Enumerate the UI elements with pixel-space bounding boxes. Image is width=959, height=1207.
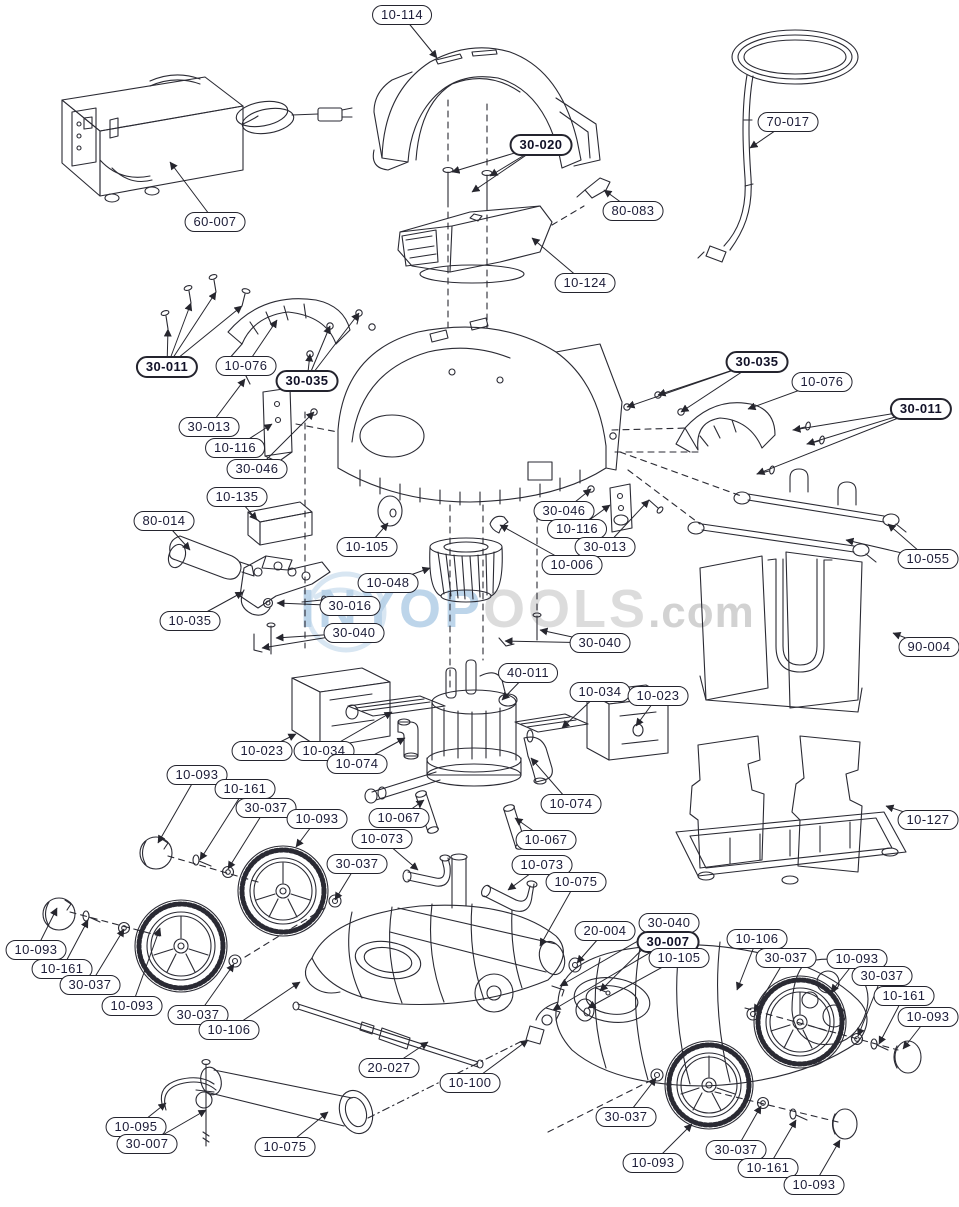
part-label-10-105-20[interactable]: 10-105 [336, 537, 398, 557]
part-label-10-073-44[interactable]: 10-073 [511, 855, 573, 875]
part-label-30-007-66[interactable]: 30-007 [116, 1134, 178, 1154]
part-label-10-106-62[interactable]: 10-106 [198, 1020, 260, 1040]
leader-line [307, 312, 359, 381]
part-label-30-013-12[interactable]: 30-013 [178, 417, 240, 437]
part-label-10-075-67[interactable]: 10-075 [254, 1137, 316, 1157]
leader-line [228, 808, 266, 870]
part-label-70-017-2[interactable]: 70-017 [757, 112, 819, 132]
part-label-10-023-33[interactable]: 10-023 [627, 686, 689, 706]
part-label-10-161-37[interactable]: 10-161 [214, 779, 276, 799]
part-label-30-046-17[interactable]: 30-046 [533, 501, 595, 521]
watermark-gray-text: OOLS [483, 579, 649, 639]
part-label-30-011-6[interactable]: 30-011 [135, 356, 199, 378]
part-label-20-004-47[interactable]: 20-004 [574, 921, 636, 941]
part-label-10-114-0[interactable]: 10-114 [372, 5, 432, 25]
part-label-10-034-32[interactable]: 10-034 [569, 682, 631, 702]
part-label-10-093-72[interactable]: 10-093 [783, 1175, 845, 1195]
part-label-30-046-14[interactable]: 30-046 [226, 459, 288, 479]
part-label-30-037-68[interactable]: 30-037 [595, 1107, 657, 1127]
part-label-10-055-22[interactable]: 10-055 [897, 549, 959, 569]
part-label-10-093-60[interactable]: 10-093 [101, 996, 163, 1016]
part-label-30-035-9[interactable]: 30-035 [725, 351, 789, 373]
part-label-10-075-45[interactable]: 10-075 [545, 872, 607, 892]
part-label-10-095-65[interactable]: 10-095 [105, 1117, 167, 1137]
part-label-10-116-13[interactable]: 10-116 [205, 438, 265, 458]
part-label-10-006-21[interactable]: 10-006 [541, 555, 603, 575]
part-label-30-011-11[interactable]: 30-011 [889, 398, 953, 420]
part-label-10-106-51[interactable]: 10-106 [726, 929, 788, 949]
part-label-30-040-27[interactable]: 30-040 [569, 633, 631, 653]
part-label-10-093-39[interactable]: 10-093 [286, 809, 348, 829]
part-label-80-014-16[interactable]: 80-014 [133, 511, 195, 531]
part-label-40-011-29[interactable]: 40-011 [498, 663, 558, 683]
part-label-30-037-54[interactable]: 30-037 [851, 966, 913, 986]
part-label-30-037-70[interactable]: 30-037 [705, 1140, 767, 1160]
part-label-10-048-23[interactable]: 10-048 [357, 573, 419, 593]
part-label-10-076-10[interactable]: 10-076 [791, 372, 853, 392]
part-label-10-116-18[interactable]: 10-116 [547, 519, 607, 539]
part-label-60-007-3[interactable]: 60-007 [184, 212, 246, 232]
leader-line [756, 409, 921, 475]
leader-line [857, 976, 882, 1037]
part-label-10-023-30[interactable]: 10-023 [231, 741, 293, 761]
part-label-30-040-26[interactable]: 30-040 [323, 623, 385, 643]
part-label-10-074-34[interactable]: 10-074 [326, 754, 388, 774]
part-label-30-020-1[interactable]: 30-020 [509, 134, 573, 156]
part-label-30-037-43[interactable]: 30-037 [326, 854, 388, 874]
part-label-10-093-69[interactable]: 10-093 [622, 1153, 684, 1173]
part-label-80-083-4[interactable]: 80-083 [602, 201, 664, 221]
part-label-10-161-71[interactable]: 10-161 [737, 1158, 799, 1178]
part-label-10-093-36[interactable]: 10-093 [166, 765, 228, 785]
part-label-10-076-7[interactable]: 10-076 [215, 356, 277, 376]
part-label-10-127-46[interactable]: 10-127 [897, 810, 959, 830]
part-label-30-037-59[interactable]: 30-037 [59, 975, 121, 995]
leader-line [540, 882, 576, 947]
leader-line [167, 291, 216, 367]
part-label-30-016-24[interactable]: 30-016 [319, 596, 381, 616]
part-label-10-093-56[interactable]: 10-093 [897, 1007, 959, 1027]
part-label-30-037-52[interactable]: 30-037 [755, 948, 817, 968]
part-label-10-105-50[interactable]: 10-105 [648, 948, 710, 968]
part-label-10-073-41[interactable]: 10-073 [351, 829, 413, 849]
part-label-90-004-28[interactable]: 90-004 [898, 637, 959, 657]
part-label-10-067-42[interactable]: 10-067 [515, 830, 577, 850]
part-label-30-013-19[interactable]: 30-013 [574, 537, 636, 557]
part-label-30-037-38[interactable]: 30-037 [235, 798, 297, 818]
part-label-30-035-8[interactable]: 30-035 [275, 370, 339, 392]
leader-line [158, 775, 197, 844]
part-label-10-074-35[interactable]: 10-074 [540, 794, 602, 814]
leader-line [132, 927, 162, 1006]
part-label-10-035-25[interactable]: 10-035 [159, 611, 221, 631]
part-label-30-040-48[interactable]: 30-040 [638, 913, 700, 933]
part-label-20-027-63[interactable]: 20-027 [358, 1058, 420, 1078]
part-label-10-067-40[interactable]: 10-067 [368, 808, 430, 828]
part-label-10-093-57[interactable]: 10-093 [5, 940, 67, 960]
part-label-10-124-5[interactable]: 10-124 [554, 273, 616, 293]
part-label-10-161-55[interactable]: 10-161 [873, 986, 935, 1006]
part-label-10-135-15[interactable]: 10-135 [206, 487, 268, 507]
part-label-10-100-64[interactable]: 10-100 [439, 1073, 501, 1093]
